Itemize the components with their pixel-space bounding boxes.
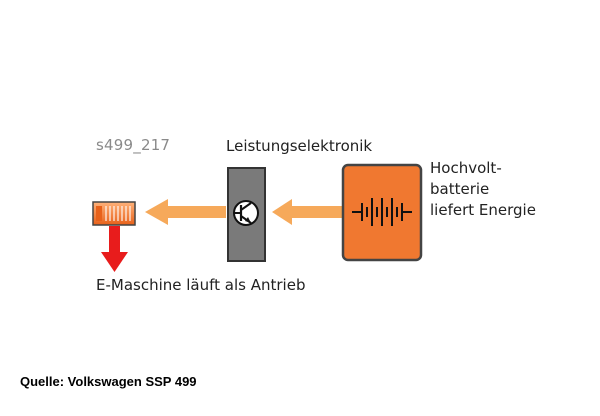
battery-label: Hochvolt- batterie liefert Energie [430,158,536,221]
power-electronics-box [227,167,266,262]
energy-arrow-electronics-to-motor [145,199,226,225]
motor-label: E-Maschine läuft als Antrieb [96,276,306,294]
battery-symbol-icon [352,198,412,226]
source-label: Quelle: Volkswagen SSP 499 [20,374,197,389]
hv-battery-box [341,163,423,262]
drive-arrow-icon [101,226,128,272]
battery-label-line-2: batterie [430,180,490,198]
transistor-icon [233,200,259,226]
battery-label-line-1: Hochvolt- [430,159,502,177]
power-electronics-label: Leistungselektronik [226,137,373,155]
battery-label-line-3: liefert Energie [430,201,536,219]
electric-motor-icon [92,201,136,226]
energy-arrow-battery-to-electronics [272,199,344,225]
image-code: s499_217 [96,136,171,154]
